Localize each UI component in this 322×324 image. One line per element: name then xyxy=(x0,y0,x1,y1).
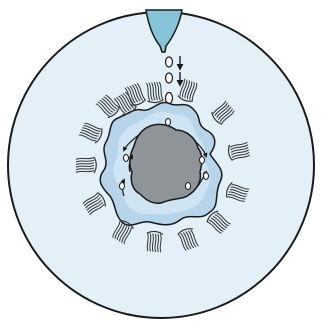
vesicle xyxy=(204,173,209,180)
vesicle xyxy=(200,157,205,164)
vesicle xyxy=(166,73,173,83)
vesicle xyxy=(166,57,173,67)
vesicle xyxy=(120,183,125,190)
vesicle xyxy=(166,93,173,104)
vesicle xyxy=(186,183,191,190)
dark-core xyxy=(130,124,202,203)
vesicle xyxy=(124,155,129,162)
vesicle xyxy=(166,119,171,126)
